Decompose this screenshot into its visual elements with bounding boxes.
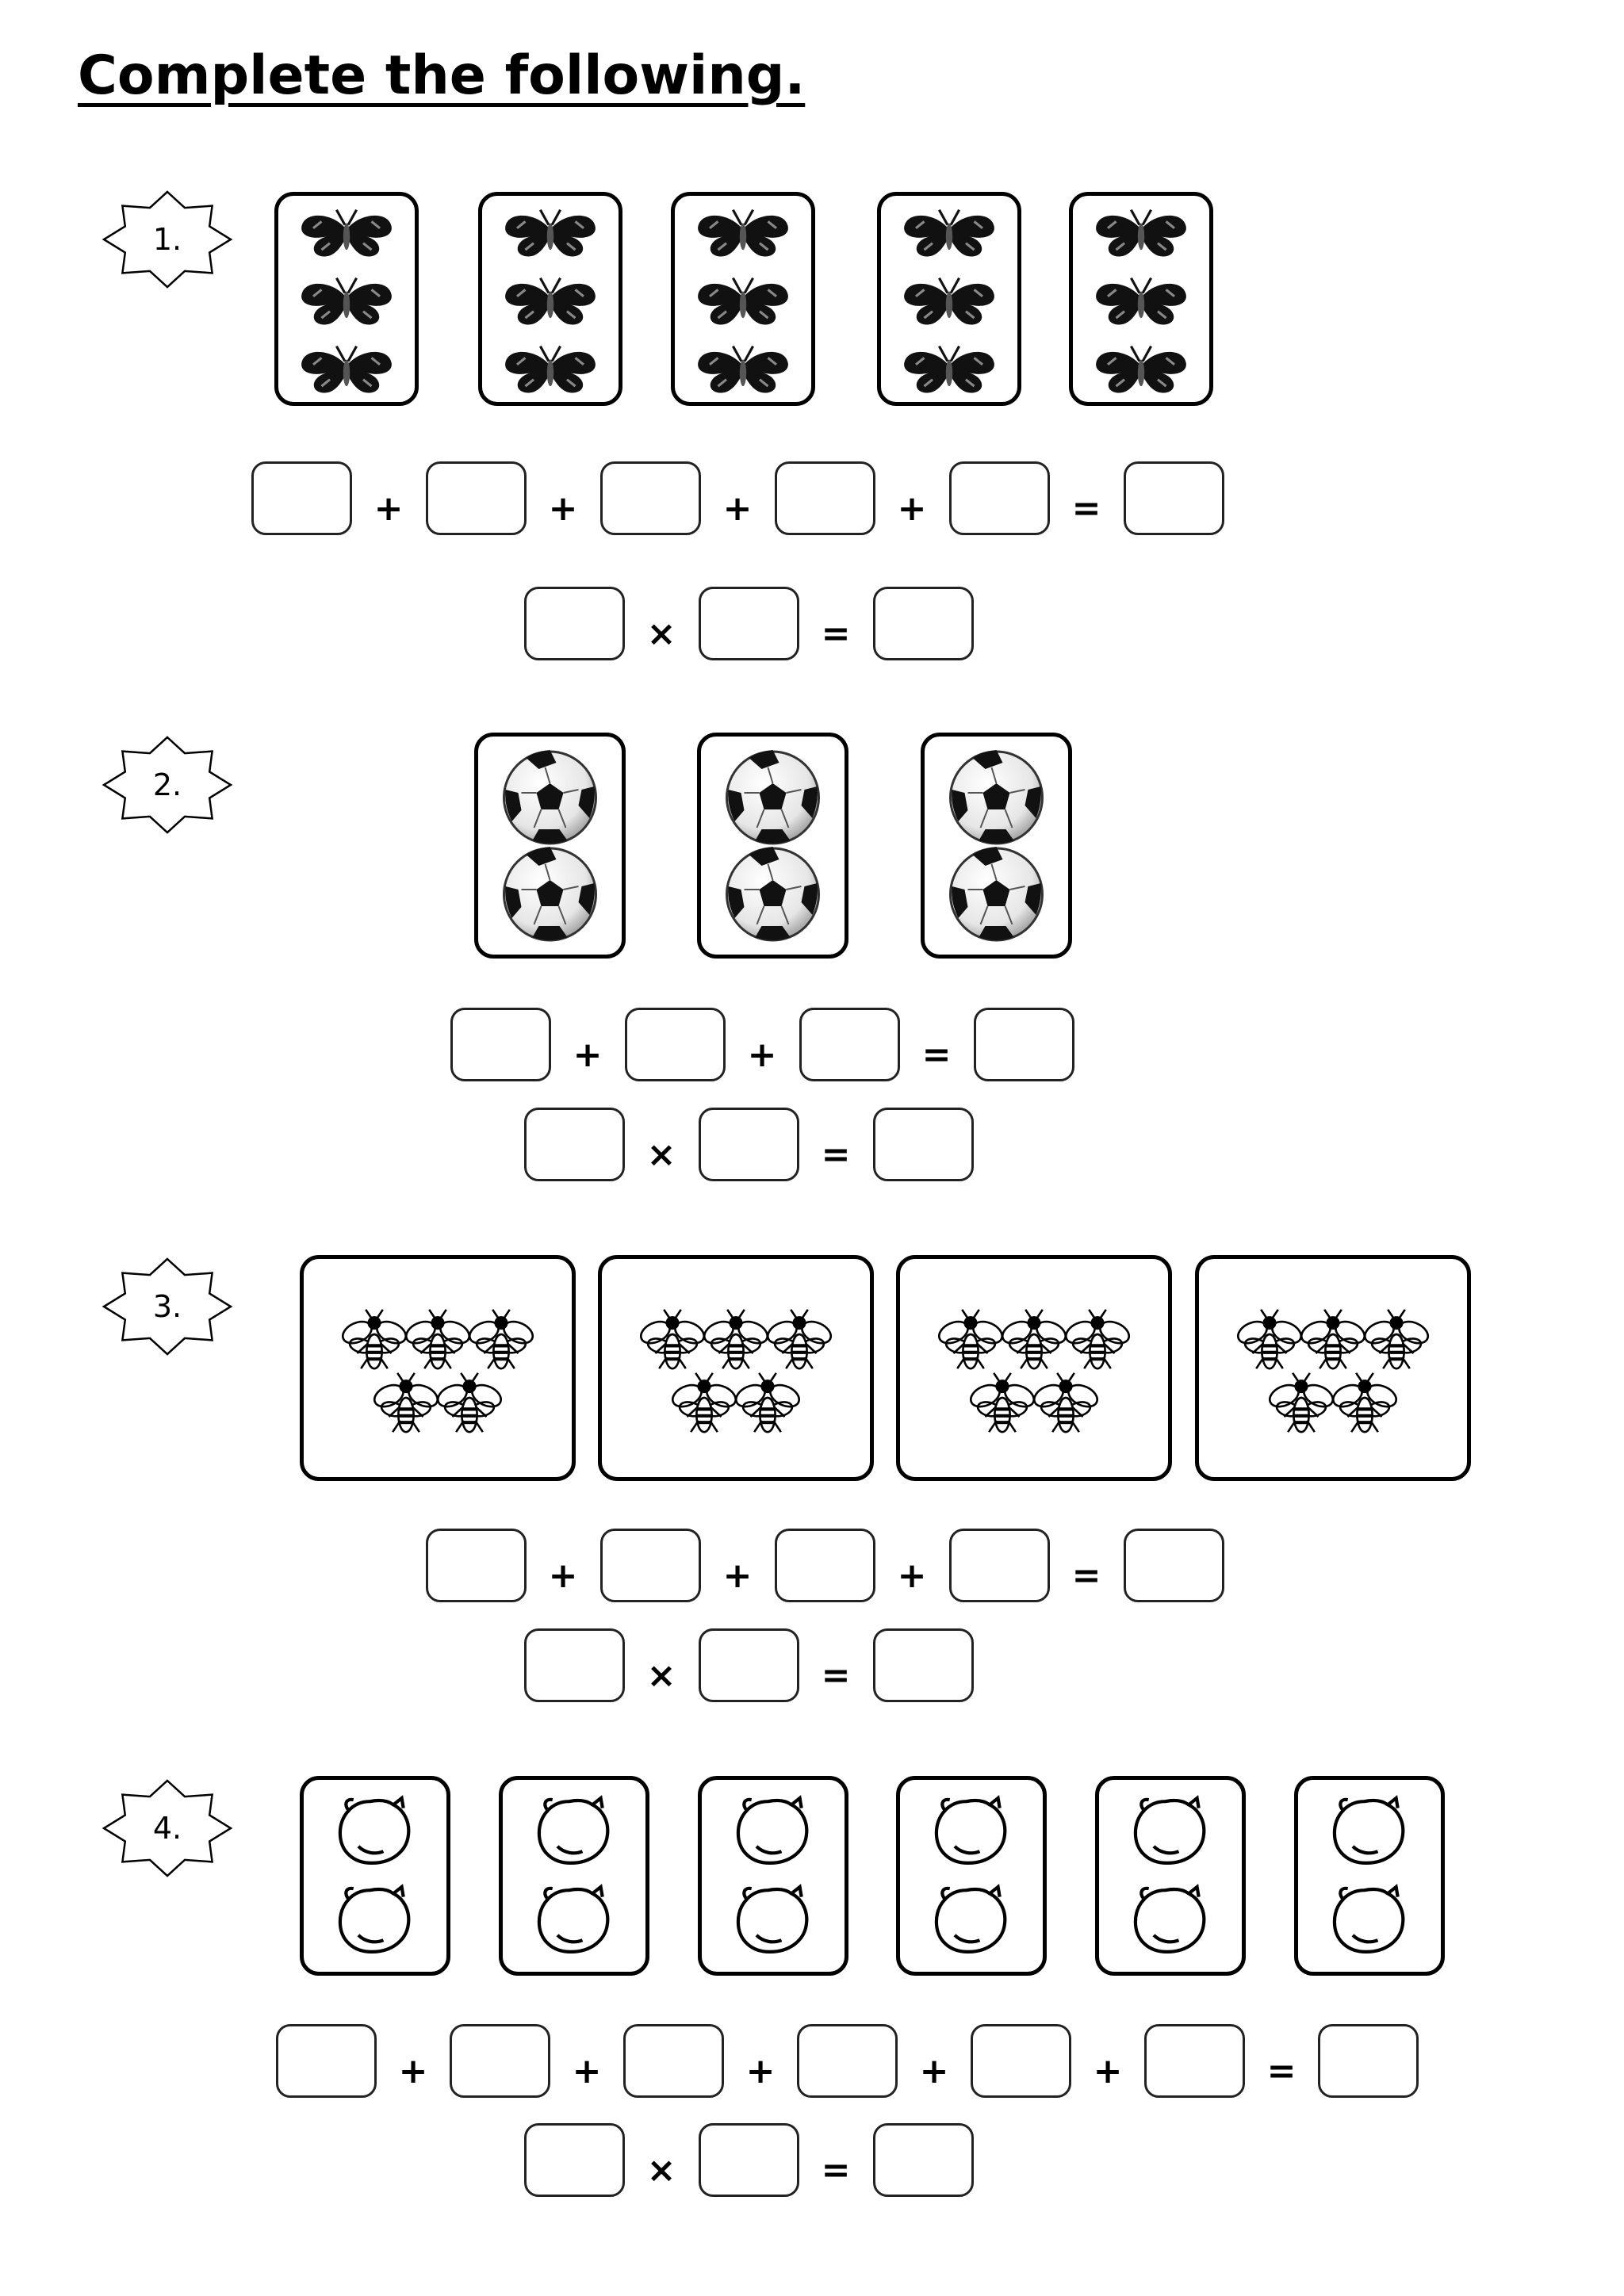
question-number-badge: 1.	[102, 189, 233, 290]
times-sign: ×	[646, 2150, 676, 2191]
answer-box[interactable]	[797, 2024, 898, 2098]
answer-box[interactable]	[450, 2024, 550, 2098]
answer-box[interactable]	[775, 461, 875, 535]
answer-box[interactable]	[799, 1008, 900, 1081]
times-sign: ×	[646, 1135, 676, 1175]
plus-sign: +	[548, 1556, 578, 1596]
answer-box[interactable]	[1144, 2024, 1245, 2098]
equals-sign: =	[1266, 2051, 1297, 2091]
bee-icon-group	[300, 1255, 576, 1481]
answer-box[interactable]	[699, 1108, 799, 1181]
times-sign: ×	[646, 1655, 676, 1696]
lemon-icon-group	[499, 1776, 649, 1976]
plus-sign: +	[745, 2051, 776, 2091]
question-number-badge: 2.	[102, 734, 233, 836]
equals-sign: =	[821, 614, 851, 654]
answer-box[interactable]	[450, 1008, 551, 1081]
answer-box[interactable]	[949, 1529, 1050, 1602]
soccer-ball-icon-group	[726, 748, 820, 942]
answer-box[interactable]	[426, 1529, 527, 1602]
answer-box[interactable]	[524, 1628, 625, 1702]
equals-sign: =	[821, 1655, 851, 1696]
equals-sign: =	[821, 2150, 851, 2191]
answer-box[interactable]	[524, 1108, 625, 1181]
star-badge-icon	[102, 190, 233, 289]
lemon-icon-group	[896, 1776, 1047, 1976]
plus-sign: +	[722, 1556, 753, 1596]
question-number: 4.	[152, 1811, 182, 1846]
butterfly-icon-group	[300, 209, 393, 395]
answer-box[interactable]	[699, 2123, 799, 2197]
answer-box[interactable]	[251, 461, 352, 535]
answer-box[interactable]	[949, 461, 1050, 535]
bee-icon-group	[598, 1255, 874, 1481]
equals-sign: =	[821, 1135, 851, 1175]
question-number: 3.	[152, 1289, 182, 1324]
answer-box[interactable]	[699, 587, 799, 660]
lemon-icon-group	[1294, 1776, 1445, 1976]
lemon-icon-group	[300, 1776, 450, 1976]
star-badge-icon	[102, 1779, 233, 1877]
butterfly-icon-group	[1094, 209, 1188, 395]
answer-box[interactable]	[600, 461, 701, 535]
plus-sign: +	[897, 1556, 927, 1596]
answer-box[interactable]	[524, 587, 625, 660]
answer-box[interactable]	[971, 2024, 1071, 2098]
times-sign: ×	[646, 614, 676, 654]
question-number: 2.	[152, 767, 182, 802]
equals-sign: =	[1071, 1556, 1101, 1596]
plus-sign: +	[573, 1035, 603, 1075]
answer-box[interactable]	[873, 587, 974, 660]
answer-box[interactable]	[873, 1108, 974, 1181]
answer-box[interactable]	[974, 1008, 1074, 1081]
plus-sign: +	[373, 488, 404, 529]
answer-box[interactable]	[426, 461, 527, 535]
worksheet-title: Complete the following.	[78, 44, 806, 107]
answer-box[interactable]	[276, 2024, 377, 2098]
answer-box[interactable]	[623, 2024, 724, 2098]
star-badge-icon	[102, 1257, 233, 1356]
butterfly-icon-group	[696, 209, 790, 395]
answer-box[interactable]	[699, 1628, 799, 1702]
equals-sign: =	[1071, 488, 1101, 529]
bee-icon-group	[1195, 1255, 1471, 1481]
bee-icon-group	[896, 1255, 1172, 1481]
plus-sign: +	[747, 1035, 777, 1075]
plus-sign: +	[1093, 2051, 1123, 2091]
lemon-icon-group	[1095, 1776, 1246, 1976]
answer-box[interactable]	[524, 2123, 625, 2197]
equals-sign: =	[921, 1035, 952, 1075]
answer-box[interactable]	[873, 2123, 974, 2197]
group-card	[1195, 1255, 1471, 1481]
answer-box[interactable]	[873, 1628, 974, 1702]
question-number-badge: 3.	[102, 1256, 233, 1357]
answer-box[interactable]	[1124, 461, 1224, 535]
plus-sign: +	[919, 2051, 949, 2091]
plus-sign: +	[548, 488, 578, 529]
plus-sign: +	[897, 488, 927, 529]
answer-box[interactable]	[600, 1529, 701, 1602]
plus-sign: +	[722, 488, 753, 529]
answer-box[interactable]	[1318, 2024, 1419, 2098]
question-number: 1.	[152, 222, 182, 257]
lemon-icon-group	[698, 1776, 848, 1976]
answer-box[interactable]	[1124, 1529, 1224, 1602]
star-badge-icon	[102, 736, 233, 834]
soccer-ball-icon-group	[503, 748, 597, 942]
plus-sign: +	[398, 2051, 428, 2091]
plus-sign: +	[572, 2051, 602, 2091]
soccer-ball-icon-group	[949, 748, 1044, 942]
question-number-badge: 4.	[102, 1777, 233, 1879]
butterfly-icon-group	[504, 209, 597, 395]
answer-box[interactable]	[625, 1008, 726, 1081]
butterfly-icon-group	[902, 209, 996, 395]
group-card	[499, 1776, 649, 1976]
answer-box[interactable]	[775, 1529, 875, 1602]
